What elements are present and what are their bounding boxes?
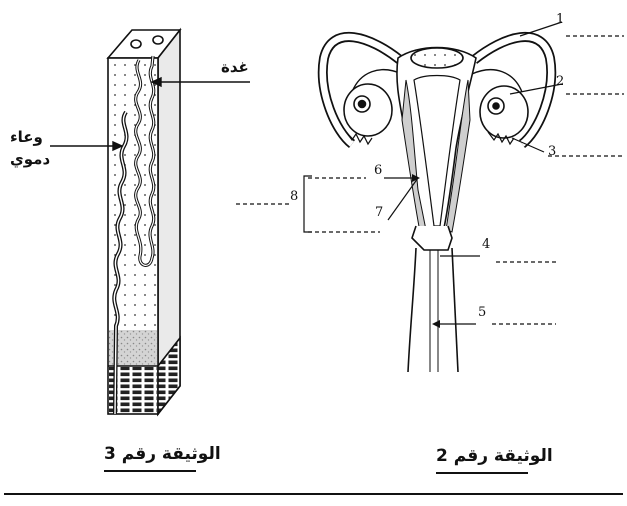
vagina <box>408 248 416 372</box>
label-number-2: 2 <box>556 75 564 88</box>
label-number-1: 1 <box>556 13 564 26</box>
right-ovary <box>480 86 528 138</box>
gland-opening <box>131 40 141 48</box>
vessel-opening <box>153 36 163 44</box>
label-number-7: 7 <box>375 206 383 219</box>
label-number-5: 5 <box>478 306 486 319</box>
bottom-rule <box>4 493 623 495</box>
label-number-8: 8 <box>290 190 298 203</box>
gland-label: غدة <box>221 60 249 75</box>
label-number-3: 3 <box>548 145 556 158</box>
label-number-4: 4 <box>482 238 490 251</box>
doc2-caption-underline <box>436 472 528 474</box>
blood-vessel-label-line1: وعاء <box>10 130 43 145</box>
cervix <box>412 226 452 250</box>
label-number-6: 6 <box>374 164 382 177</box>
blood-vessel-label-line2: دموي <box>10 152 50 167</box>
doc3-caption: الوثيقة رقم 3 <box>104 444 221 464</box>
doc3-caption-underline <box>104 470 196 472</box>
doc2-caption: الوثيقة رقم 2 <box>436 446 553 466</box>
uterus-fundus <box>411 48 463 68</box>
